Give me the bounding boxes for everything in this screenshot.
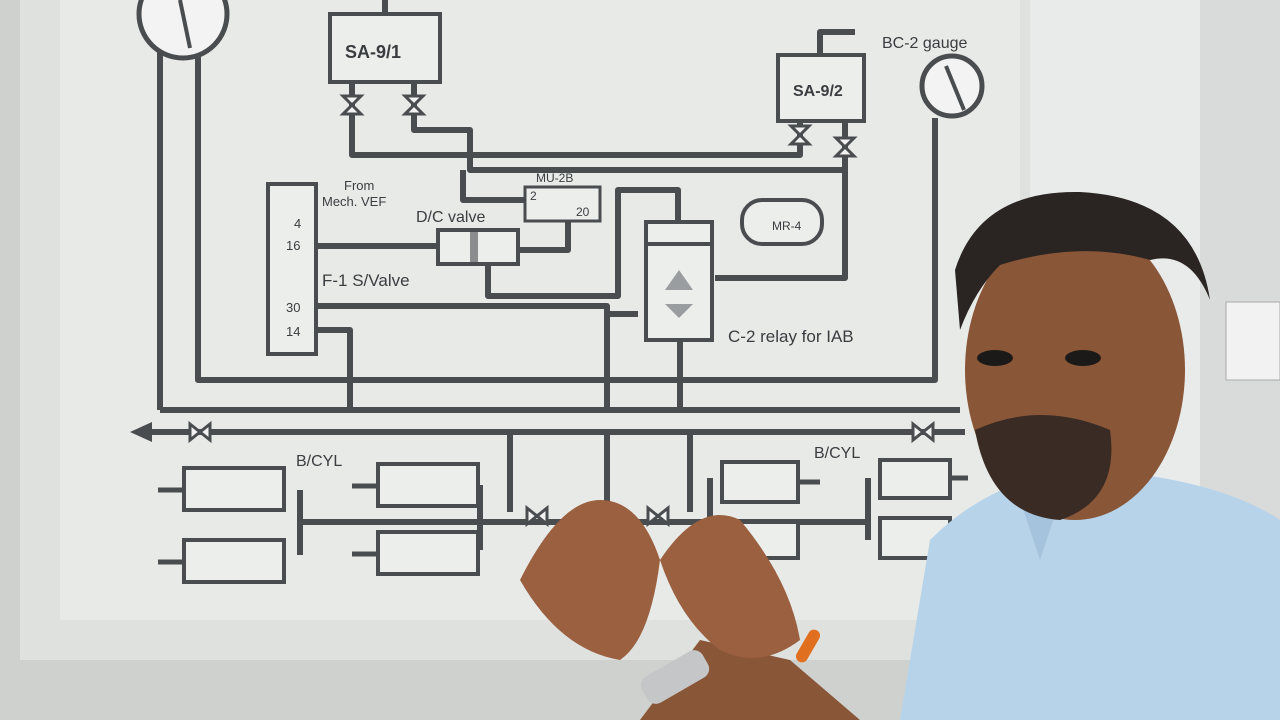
sa91-box: [328, 12, 442, 84]
label-mu-port-2: 2: [530, 189, 537, 203]
label-bcyl-left: B/CYL: [296, 453, 342, 470]
mu2b-box: [523, 185, 602, 223]
right-eye: [1065, 350, 1101, 366]
label-port-16: 16: [286, 238, 300, 253]
label-c2-relay: C-2 relay for IAB: [728, 327, 854, 346]
cylinder-rods: [158, 475, 968, 565]
pipe-14: [318, 327, 353, 410]
pipe-30: [318, 303, 610, 410]
arrow-left-icon: [130, 422, 152, 442]
label-mu2b: MU-2B: [536, 171, 573, 185]
wrist-band: [796, 629, 820, 663]
gauge-bc2: [919, 53, 985, 119]
gauge-left: [136, 0, 230, 61]
left-hand: [520, 500, 660, 660]
label-sa91: SA-9/1: [345, 42, 401, 62]
pipe-dc-relay: [485, 187, 681, 299]
diagram-board: [60, 0, 1020, 620]
label-f1-svalve: F-1 S/Valve: [322, 271, 410, 290]
pipe-sa92-top: [817, 29, 855, 55]
sa92-box: [776, 53, 866, 123]
presenter: [520, 191, 1280, 720]
label-from: From: [344, 178, 374, 193]
label-port-14: 14: [286, 324, 300, 339]
label-bc2-gauge: BC-2 gauge: [882, 35, 967, 52]
f1-box: [266, 182, 318, 356]
pipe-network: [140, 0, 965, 555]
mr4-tank: [740, 198, 824, 246]
switch-box: [1225, 301, 1280, 381]
label-bcyl-right: B/CYL: [814, 445, 860, 462]
valves: [188, 94, 935, 528]
presenter-hair: [955, 191, 1210, 330]
beard: [975, 415, 1112, 520]
label-dc-valve: D/C valve: [416, 209, 485, 226]
c2-relay: [644, 220, 714, 342]
left-eye: [977, 350, 1013, 366]
label-sa92: SA-9/2: [793, 83, 843, 100]
dc-valve-piston: [470, 232, 478, 262]
presenter-shirt: [900, 470, 1280, 720]
label-port-30: 30: [286, 300, 300, 315]
wristwatch: [640, 650, 710, 704]
right-hand: [660, 515, 800, 658]
label-mr4: MR-4: [772, 219, 802, 233]
label-mech-vef: Mech. VEF: [322, 194, 386, 209]
label-port-4: 4: [294, 216, 301, 231]
label-mu-port-20: 20: [576, 205, 590, 219]
pipe-mu2: [460, 170, 525, 203]
pipe-gauge-loop: [195, 48, 938, 383]
pipe-sa92-relay: [715, 120, 848, 281]
